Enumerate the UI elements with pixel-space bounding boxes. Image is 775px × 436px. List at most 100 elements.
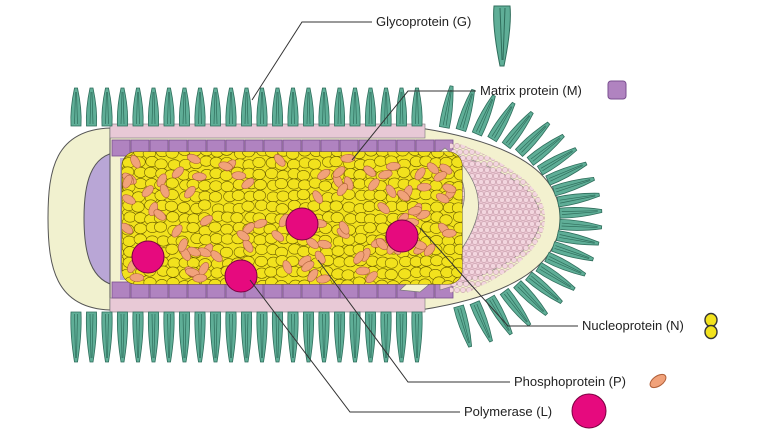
- cap-dot: [475, 221, 481, 227]
- glycoprotein-spike: [364, 311, 377, 363]
- glycoprotein-spike: [70, 87, 82, 127]
- polymerase-group: [131, 207, 419, 293]
- glycoprotein-spike: [514, 121, 551, 157]
- phosphoprotein: [317, 169, 331, 180]
- phosphoprotein: [236, 230, 250, 242]
- glycoprotein-spike: [525, 271, 563, 305]
- glycoprotein-spike: [501, 110, 534, 150]
- nucleoprotein: [241, 200, 255, 212]
- glycoprotein-spike: [487, 101, 516, 143]
- cap-dot: [472, 263, 478, 269]
- glycoprotein-spike: [132, 87, 144, 127]
- nucleoprotein: [219, 170, 233, 182]
- cap-dot: [496, 203, 502, 209]
- nucleoprotein: [154, 221, 168, 233]
- phosphoprotein: [340, 154, 356, 163]
- glycoprotein-spike: [116, 87, 129, 127]
- glycoprotein-spike: [471, 94, 496, 137]
- nucleoprotein: [452, 211, 462, 223]
- cap-dot: [496, 227, 502, 233]
- cap-dot: [475, 233, 481, 239]
- phosphoprotein: [185, 267, 200, 277]
- cap-dot: [511, 221, 517, 227]
- cap-dot: [532, 239, 538, 245]
- cap-dot: [460, 287, 466, 293]
- nucleoprotein: [220, 181, 234, 193]
- cap-dot: [508, 239, 514, 245]
- cap-dot: [532, 203, 538, 209]
- cap-dot: [502, 191, 508, 197]
- glycoprotein-spike: [333, 311, 346, 363]
- cap-dot: [523, 233, 529, 239]
- phosphoprotein: [378, 169, 393, 180]
- cap-dot: [454, 143, 460, 149]
- cap-dot: [493, 185, 499, 191]
- cap-dot: [469, 245, 475, 251]
- nucleoprotein: [362, 200, 376, 212]
- cap-dot: [460, 155, 466, 161]
- nucleoprotein: [264, 266, 278, 278]
- glycoprotein-spike: [455, 88, 476, 132]
- phosphoprotein: [274, 154, 286, 167]
- cap-dot: [469, 161, 475, 167]
- leader-matrix: [351, 90, 476, 161]
- glycoprotein-spike: [85, 87, 98, 127]
- glycoprotein-spike: [349, 87, 361, 127]
- cap-dot: [493, 209, 499, 215]
- cap-dot: [484, 263, 490, 269]
- cap-dot: [481, 221, 487, 227]
- cap-dot: [481, 173, 487, 179]
- nucleoprotein: [241, 152, 255, 158]
- cap-dot: [487, 173, 493, 179]
- cap-dot: [499, 173, 505, 179]
- cap-dot: [502, 263, 508, 269]
- cap-dot: [502, 167, 508, 173]
- cap-dot: [517, 197, 523, 203]
- nucleoprotein: [288, 279, 302, 284]
- cap-dot: [475, 257, 481, 263]
- cap-dot: [463, 257, 469, 263]
- nucleoprotein: [276, 190, 290, 202]
- nucleoprotein: [210, 233, 224, 245]
- phosphoprotein: [312, 190, 324, 204]
- nucleoprotein: [131, 201, 145, 213]
- phosphoprotein: [377, 202, 390, 214]
- phosphoprotein: [442, 183, 457, 194]
- legend-nucleoprotein-icon: [704, 312, 718, 340]
- cap-dot: [487, 209, 493, 215]
- phosphoprotein: [316, 274, 331, 284]
- cap-dot: [481, 245, 487, 251]
- nucleoprotein: [341, 279, 355, 284]
- cap-dot: [496, 239, 502, 245]
- glycoprotein-spike: [438, 85, 454, 129]
- nucleocapsid-core: [121, 151, 463, 285]
- leader-phosphoprotein: [317, 259, 510, 383]
- nucleoprotein: [255, 243, 269, 255]
- glycoprotein-spike: [287, 87, 299, 127]
- nucleoprotein: [430, 201, 444, 213]
- cap-dot: [478, 275, 484, 281]
- glycoprotein-spike: [225, 87, 237, 127]
- nucleoprotein: [265, 168, 279, 180]
- cap-dot: [496, 251, 502, 257]
- cap-dot: [523, 185, 529, 191]
- nucleoprotein: [395, 200, 409, 212]
- cap-dot: [466, 275, 472, 281]
- cap-dot: [517, 209, 523, 215]
- nucleoprotein: [122, 178, 123, 190]
- cap-dot: [508, 251, 514, 257]
- phosphoprotein: [441, 229, 457, 238]
- cap-dot: [493, 161, 499, 167]
- cap-dot: [502, 215, 508, 221]
- cap-dot: [484, 275, 490, 281]
- glycoprotein-spike: [551, 176, 595, 197]
- cap-dot: [466, 155, 472, 161]
- nucleoprotein: [430, 255, 444, 267]
- label-phosphoprotein: Phosphoprotein (P): [514, 374, 626, 389]
- leader-polymerase: [249, 279, 460, 413]
- cap-dot: [463, 245, 469, 251]
- cap-dot: [484, 227, 490, 233]
- cap-dot: [487, 269, 493, 275]
- cap-dot: [517, 245, 523, 251]
- cap-dot: [484, 179, 490, 185]
